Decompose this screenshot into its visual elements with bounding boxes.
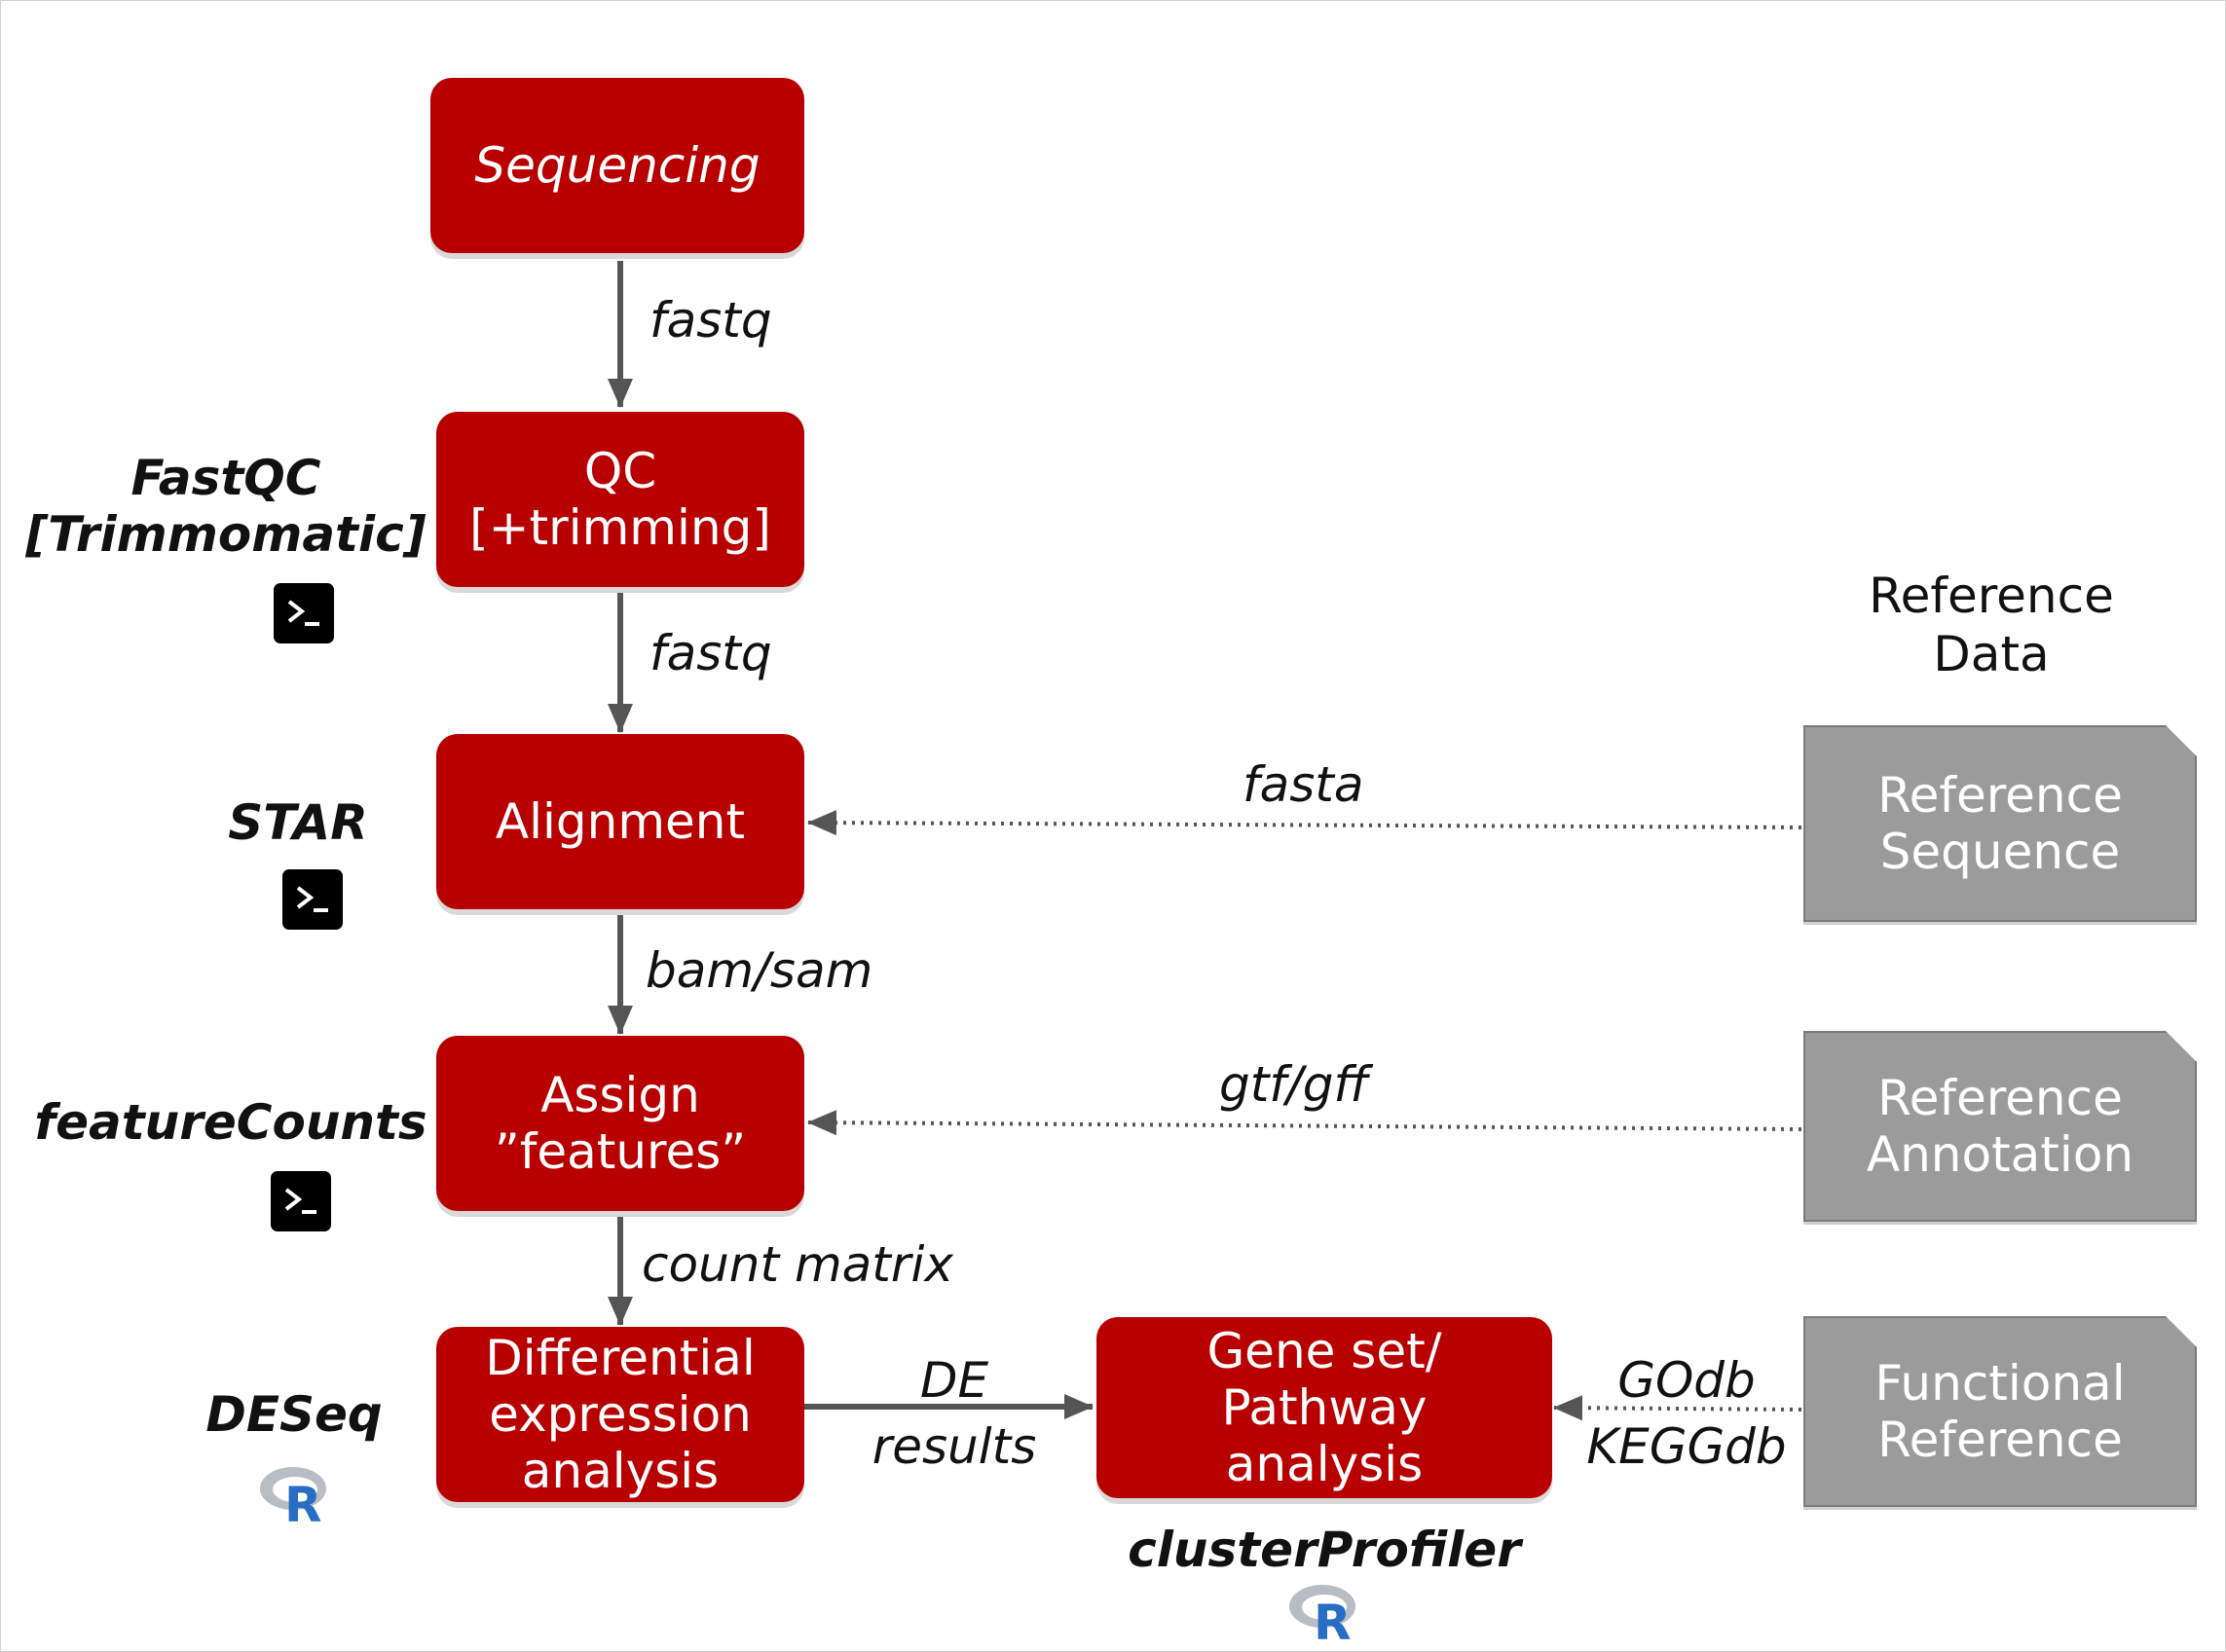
tool-featurecounts: featureCounts <box>34 1094 427 1151</box>
edge-label-align-assign: bam/sam <box>646 942 873 999</box>
edge-label-qc-align: fastq <box>649 625 772 681</box>
terminal-icon <box>271 1171 331 1231</box>
node-alignment: Alignment <box>436 734 804 909</box>
node-differential-expression: Differential expression analysis <box>436 1327 804 1502</box>
edge-label-de-geneset: DE results <box>872 1352 1037 1475</box>
node-sequencing: Sequencing <box>430 78 804 253</box>
ref-annotation-shadow <box>1803 1220 2197 1225</box>
tool-clusterprofiler: clusterProfiler <box>1128 1522 1521 1578</box>
svg-text:R: R <box>1314 1595 1352 1641</box>
ref-sequence-shadow <box>1803 920 2197 925</box>
functional-reference-node: Functional Reference <box>1803 1316 2197 1507</box>
ref-functional-shadow <box>1803 1505 2197 1510</box>
node-gene-set-pathway: Gene set/ Pathway analysis <box>1096 1317 1552 1498</box>
terminal-icon <box>274 583 334 643</box>
edge-label-fasta: fasta <box>1243 756 1364 813</box>
tool-deseq: DESeq <box>205 1386 383 1443</box>
r-logo-icon: R <box>1287 1581 1365 1651</box>
reference-data-heading: Reference Data <box>1869 568 2114 682</box>
edge-label-godb-keggdb: GOdb KEGGdb <box>1586 1352 1787 1475</box>
svg-text:R: R <box>284 1477 322 1524</box>
tool-fastqc: FastQC [Trimmomatic] <box>25 450 427 563</box>
node-assign-features: Assign ”features” <box>436 1036 804 1211</box>
terminal-icon <box>282 869 343 930</box>
reference-sequence-node: Reference Sequence <box>1803 725 2197 922</box>
tool-star: STAR <box>228 794 368 851</box>
r-logo-icon: R <box>258 1463 336 1533</box>
edge-label-seq-qc: fastq <box>649 292 772 349</box>
reference-annotation-node: Reference Annotation <box>1803 1031 2197 1222</box>
edge-label-assign-de: count matrix <box>642 1236 953 1293</box>
edge-funcref-geneset <box>1553 1395 1802 1421</box>
edge-refannot-assign <box>807 1110 1802 1136</box>
edge-refseq-align <box>807 810 1802 836</box>
node-qc: QC [+trimming] <box>436 412 804 587</box>
edge-label-gtf-gff: gtf/gff <box>1219 1056 1369 1113</box>
